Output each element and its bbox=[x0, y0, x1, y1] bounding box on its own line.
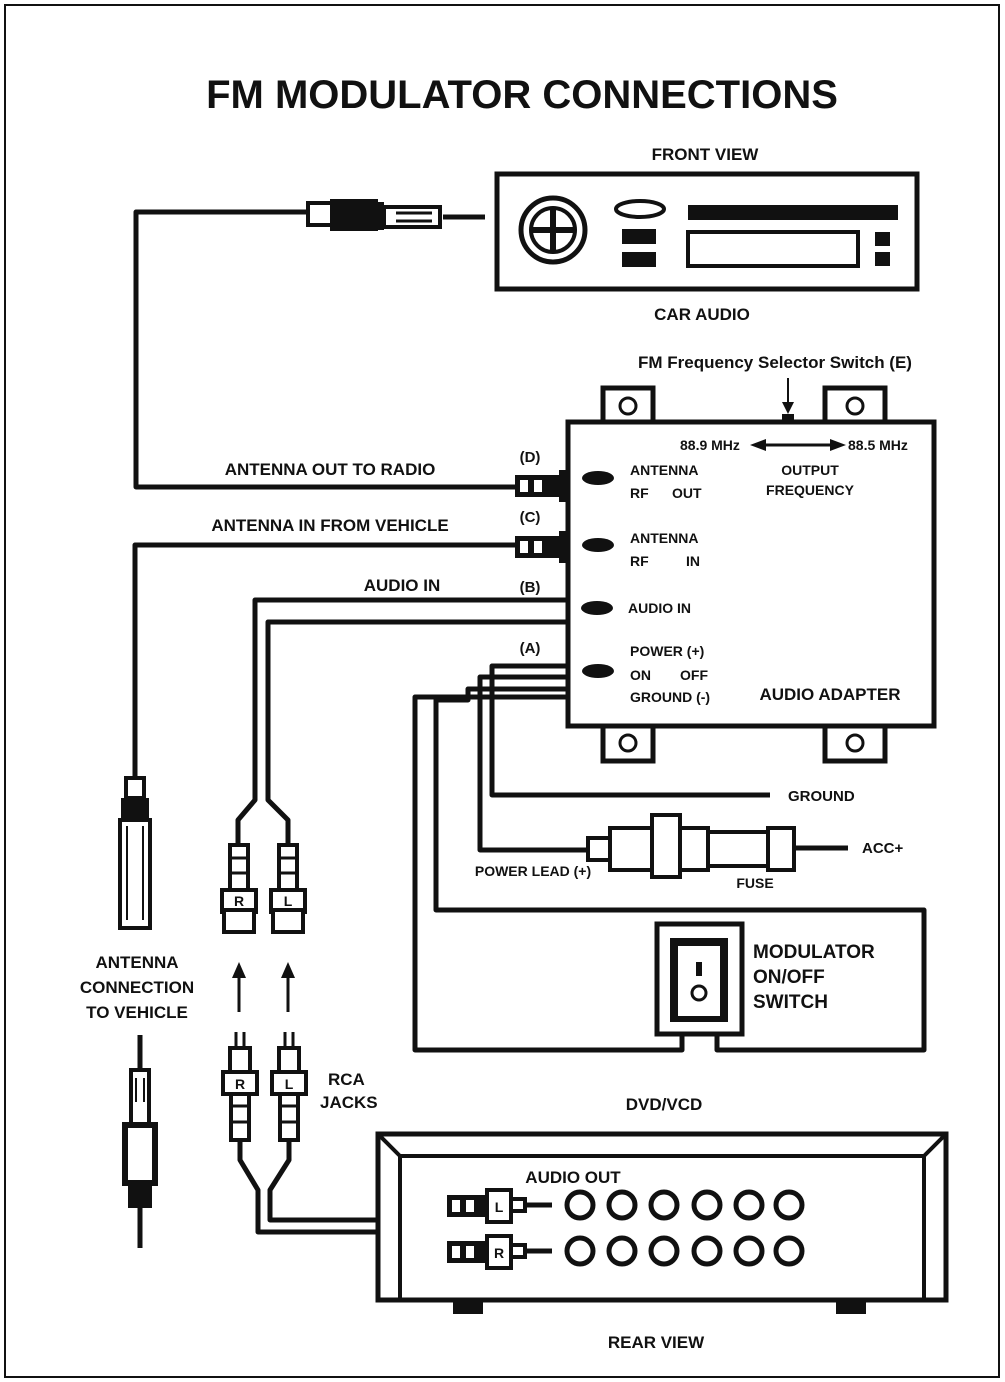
rear-view-label: REAR VIEW bbox=[608, 1333, 705, 1352]
audio-in-cable-left bbox=[265, 619, 568, 845]
port-b-label: AUDIO IN bbox=[628, 600, 691, 616]
acc-label: ACC+ bbox=[862, 840, 903, 857]
port-d-label-2b: OUT bbox=[672, 485, 702, 501]
output-frequency-label-1: OUTPUT bbox=[781, 462, 839, 478]
audio-in-plug-r bbox=[220, 843, 258, 934]
cd-slot-icon bbox=[686, 230, 860, 268]
port-c-icon bbox=[582, 538, 614, 552]
audio-in-label: AUDIO IN bbox=[364, 576, 441, 595]
page-border bbox=[4, 4, 1000, 1378]
rca-jack-l-label: L bbox=[285, 1076, 294, 1092]
port-d-letter: (D) bbox=[520, 449, 541, 466]
port-b-icon bbox=[581, 601, 613, 615]
port-d-label-1: ANTENNA bbox=[630, 462, 698, 478]
ground-label: GROUND bbox=[788, 788, 855, 805]
antenna-connection-label-2: CONNECTION bbox=[80, 978, 194, 997]
port-a-label-1: POWER (+) bbox=[630, 643, 704, 659]
connect-arrows-icon bbox=[232, 962, 295, 1012]
audio-out-plug-l-label: L bbox=[495, 1199, 504, 1215]
antenna-vehicle-plug bbox=[118, 776, 152, 930]
audio-in-plug-l-label: L bbox=[284, 893, 293, 909]
dvd-jack-row-top bbox=[564, 1189, 805, 1221]
frequency-switch-icon bbox=[782, 414, 794, 424]
rca-jack-r bbox=[221, 1032, 259, 1142]
port-c-label-2a: RF bbox=[630, 553, 649, 569]
port-a-label-3: GROUND (-) bbox=[630, 689, 710, 705]
modulator-label-2: ON/OFF bbox=[753, 967, 825, 988]
antenna-plug-top bbox=[306, 199, 442, 231]
dvd-jack-row-bottom bbox=[564, 1235, 805, 1267]
modulator-label-1: MODULATOR bbox=[753, 942, 875, 963]
antenna-out-connector bbox=[515, 470, 569, 502]
fm-switch-label: FM Frequency Selector Switch (E) bbox=[638, 353, 912, 372]
audio-out-plug-r-label: R bbox=[494, 1245, 504, 1261]
audio-out-plug-l bbox=[447, 1188, 552, 1224]
page-title: FM MODULATOR CONNECTIONS bbox=[206, 73, 838, 117]
port-c-letter: (C) bbox=[520, 509, 541, 526]
adapter-wiring bbox=[412, 663, 927, 1053]
antenna-in-cable bbox=[132, 542, 515, 780]
front-view-label: FRONT VIEW bbox=[652, 145, 760, 164]
audio-adapter-label: AUDIO ADAPTER bbox=[759, 685, 900, 704]
rca-jacks-label-2: JACKS bbox=[320, 1093, 378, 1112]
freq-right-label: 88.5 MHz bbox=[848, 437, 908, 453]
modulator-label-3: SWITCH bbox=[753, 992, 828, 1013]
power-toggle-icon bbox=[690, 984, 708, 1002]
antenna-connection-label-3: TO VEHICLE bbox=[86, 1003, 188, 1022]
rca-jack-r-label: R bbox=[235, 1076, 245, 1092]
fuse-icon bbox=[586, 813, 848, 879]
antenna-connection-label-1: ANTENNA bbox=[95, 953, 178, 972]
port-a-label-2a: ON bbox=[630, 667, 651, 683]
audio-in-plug-l bbox=[269, 843, 307, 934]
rca-jack-l bbox=[270, 1032, 308, 1142]
audio-out-label: AUDIO OUT bbox=[525, 1168, 621, 1187]
output-frequency-label-2: FREQUENCY bbox=[766, 482, 855, 498]
antenna-out-label: ANTENNA OUT TO RADIO bbox=[225, 460, 436, 479]
audio-in-cable-right bbox=[235, 597, 568, 845]
port-b-letter: (B) bbox=[520, 579, 541, 596]
antenna-out-cable bbox=[133, 209, 520, 490]
port-a-letter: (A) bbox=[520, 640, 541, 657]
freq-left-label: 88.9 MHz bbox=[680, 437, 740, 453]
antenna-in-label: ANTENNA IN FROM VEHICLE bbox=[211, 516, 448, 535]
car-audio-unit bbox=[494, 171, 920, 292]
antenna-in-connector bbox=[515, 531, 569, 563]
audio-in-plug-r-label: R bbox=[234, 893, 244, 909]
dvd-vcd-label: DVD/VCD bbox=[626, 1095, 703, 1114]
display-icon bbox=[614, 199, 666, 219]
antenna-vehicle-jack bbox=[122, 1035, 158, 1248]
car-audio-label: CAR AUDIO bbox=[654, 305, 750, 324]
dvd-player-unit bbox=[375, 1131, 949, 1314]
port-c-label-2b: IN bbox=[686, 553, 700, 569]
port-a-label-2b: OFF bbox=[680, 667, 708, 683]
port-d-icon bbox=[582, 471, 614, 485]
port-d-label-2a: RF bbox=[630, 485, 649, 501]
port-a-icon bbox=[582, 664, 614, 678]
power-lead-label: POWER LEAD (+) bbox=[475, 863, 591, 879]
audio-adapter-box bbox=[565, 385, 937, 764]
modulator-switch bbox=[654, 921, 745, 1037]
fuse-label: FUSE bbox=[736, 875, 773, 891]
audio-out-plug-r bbox=[447, 1234, 552, 1270]
rca-jacks-label-1: RCA bbox=[328, 1070, 365, 1089]
port-c-label-1: ANTENNA bbox=[630, 530, 698, 546]
